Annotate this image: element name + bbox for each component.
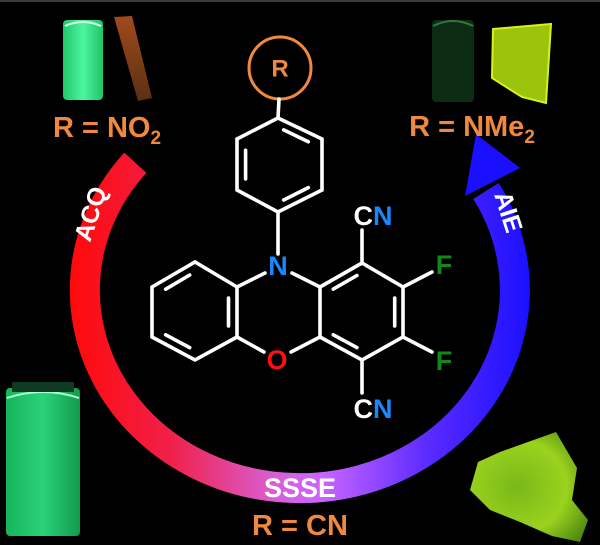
top-border [0, 0, 600, 2]
cyano-bottom-nitrogen: N [373, 394, 393, 424]
label-r-no2: R = NO2 [53, 112, 161, 149]
label-r-no2-subscript: 2 [150, 128, 161, 149]
photo-nme2-solution-vial [432, 20, 474, 102]
arc-label-ssse: SSSE [264, 473, 336, 503]
atom-oxygen: O [266, 345, 287, 375]
photo-nitro-solid-rod [114, 16, 152, 101]
atom-r: R [271, 56, 288, 83]
atom-fluorine-bottom: F [436, 346, 453, 376]
transition-arc [69, 152, 530, 504]
cyano-top-nitrogen: N [373, 201, 393, 231]
photo-nme2-crystal [490, 22, 553, 105]
cyano-bottom-carbon: C [354, 394, 374, 424]
label-r-nme2-subscript: 2 [524, 127, 535, 148]
photo-nitro-solution-vial [63, 20, 103, 100]
atom-fluorine-top: F [436, 250, 453, 280]
label-r-no2-text: R = NO [53, 112, 151, 144]
photo-cn-crystal [470, 432, 588, 542]
label-r-cn: R = CN [252, 510, 348, 542]
label-r-nme2-text: R = NMe [409, 111, 524, 143]
molecule-structure: R N O F F [150, 35, 453, 424]
atom-nitrogen: N [268, 251, 288, 281]
arc-arrowhead-icon [465, 134, 520, 196]
cyano-top-carbon: C [354, 201, 374, 231]
label-r-nme2: R = NMe2 [409, 111, 535, 148]
photo-cn-solution-vial [6, 382, 80, 536]
cyano-group-bottom: CN [354, 394, 393, 424]
bonds [150, 97, 434, 395]
cyano-group-top: CN [354, 201, 393, 231]
